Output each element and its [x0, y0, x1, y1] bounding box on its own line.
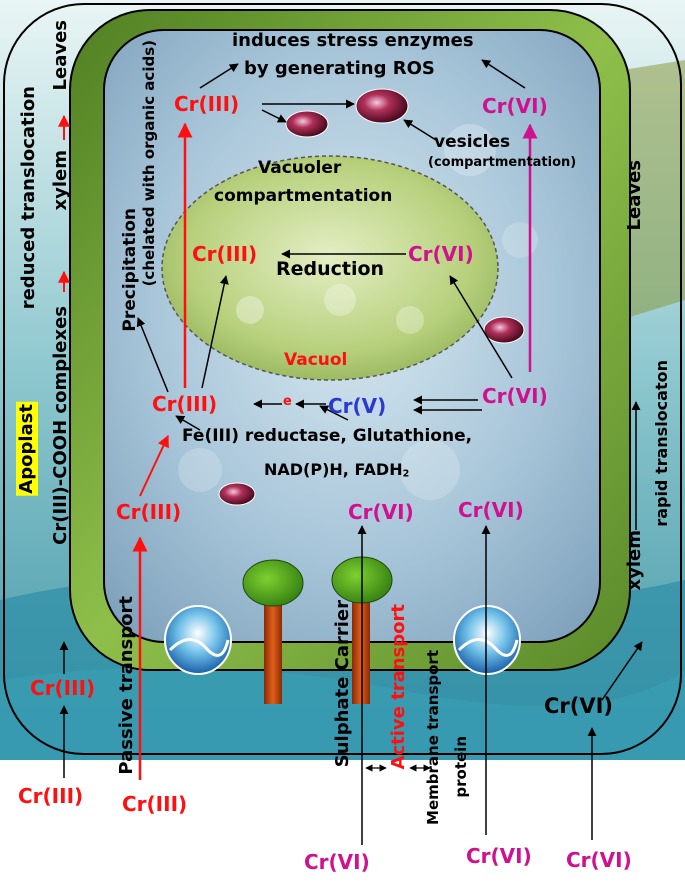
- electron-label: e: [283, 394, 292, 409]
- nadph-label: NAD(P)H, FADH2: [264, 460, 410, 480]
- protein-label: protein: [452, 736, 470, 798]
- cr6-cell-label-a: Cr(VI): [348, 500, 414, 524]
- cr6-bottom-label-b: Cr(VI): [466, 844, 532, 868]
- apoplast-label: Apoplast: [16, 402, 38, 496]
- cr3-apoplast-label: Cr(III): [30, 676, 96, 700]
- cr5-label: Cr(V): [328, 394, 387, 418]
- cr3-cell-label: Cr(III): [116, 500, 182, 524]
- vacuol-label: Vacuol: [284, 350, 348, 370]
- active-transport-label: Active transport: [388, 604, 409, 770]
- cr6-bottom-label-c: Cr(VI): [566, 848, 632, 872]
- ros-label: by generating ROS: [244, 58, 435, 79]
- cr6-mid-label: Cr(VI): [482, 384, 548, 408]
- right-xylem-label: xylem: [624, 530, 645, 591]
- cr3-bottom-mid-label: Cr(III): [122, 792, 188, 816]
- cooh-complexes-label: Cr(III)-COOH complexes: [50, 306, 71, 545]
- cr6-right-apoplast-label: Cr(VI): [544, 694, 614, 718]
- left-xylem-label: xylem: [50, 150, 71, 211]
- cr3-vacuole-label: Cr(III): [192, 242, 258, 266]
- compartmentation-label: (compartmentation): [428, 155, 577, 170]
- reduction-label: Reduction: [276, 258, 385, 280]
- cr3-top-label: Cr(III): [174, 92, 240, 116]
- cr6-vacuole-label: Cr(VI): [408, 242, 474, 266]
- sulphate-carrier-label: Sulphate Carrier: [332, 600, 353, 768]
- cr3-bottom-left-label: Cr(III): [18, 784, 84, 808]
- cr6-cell-label-b: Cr(VI): [458, 498, 524, 522]
- vesicles-label: vesicles: [434, 132, 511, 152]
- vacuolar-label-1: Vacuoler: [258, 158, 342, 178]
- vacuolar-label-2: compartmentation: [214, 186, 393, 206]
- cr6-top-label: Cr(VI): [482, 94, 548, 118]
- chelated-label: (chelated with organic acids): [140, 40, 158, 287]
- cr3-mid-label: Cr(III): [152, 392, 218, 416]
- reductase-label: Fe(III) reductase, Glutathione,: [182, 426, 473, 446]
- stress-enzymes-label: induces stress enzymes: [232, 30, 474, 51]
- cr6-bottom-label-a: Cr(VI): [304, 850, 370, 874]
- left-leaves-label: Leaves: [50, 20, 71, 91]
- passive-transport-label: Passive transport: [116, 596, 137, 775]
- rapid-translocation-label: rapid translocaton: [652, 360, 671, 527]
- membrane-transport-label: Membrane transport: [424, 650, 442, 825]
- right-leaves-label: Leaves: [624, 160, 645, 231]
- reduced-translocation-label: reduced translocation: [18, 86, 39, 310]
- precipitation-label: Precipitation: [120, 208, 140, 332]
